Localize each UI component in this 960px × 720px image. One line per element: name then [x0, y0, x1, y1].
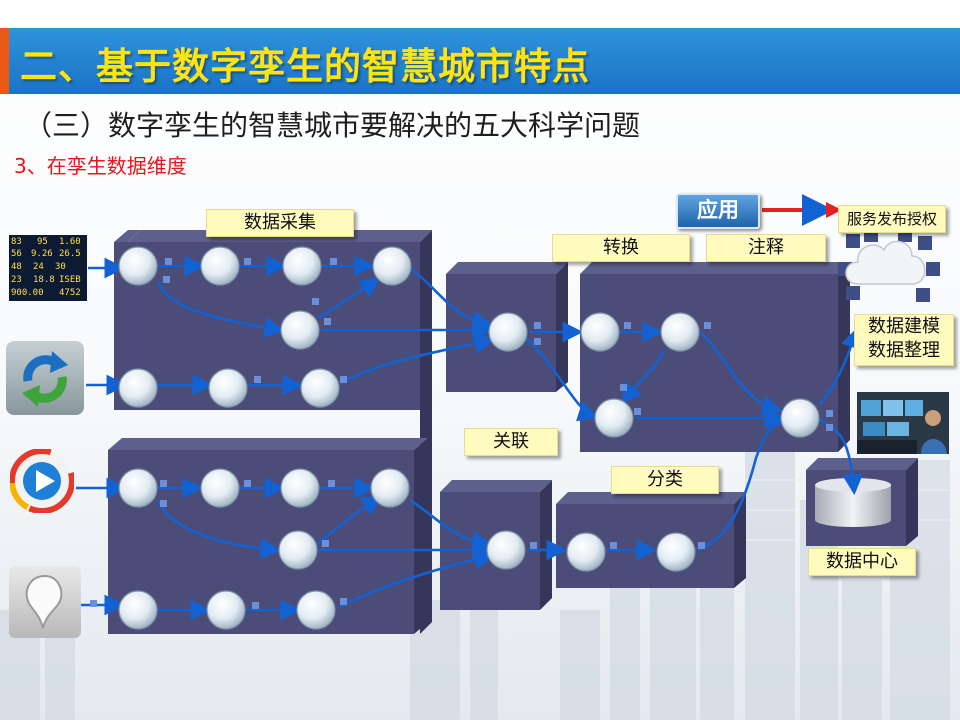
label-service-publish: 服务发布授权	[838, 205, 946, 233]
node-transform-1	[580, 312, 620, 352]
label-cleanup: 数据整理	[868, 340, 940, 361]
node-collect-13	[278, 530, 318, 570]
node-collect-8	[300, 368, 340, 408]
box-datacenter	[806, 458, 918, 546]
title-bar	[0, 28, 960, 94]
node-transform-4	[780, 398, 820, 438]
port-squares	[90, 258, 833, 609]
node-collect-6	[118, 368, 158, 408]
red-arrow-head-icon	[826, 202, 842, 218]
media-play-icon	[9, 448, 75, 514]
node-transform-3	[594, 398, 634, 438]
label-associate: 关联	[464, 428, 558, 456]
data-nodes	[118, 246, 820, 630]
stock-ticker-icon: 83 95 1.60 56 9.26 26.5 48 24 30 23 18.8…	[9, 235, 87, 301]
node-collect-1	[118, 246, 158, 286]
map-pin-icon	[9, 566, 81, 638]
node-collect-16	[296, 590, 336, 630]
page-title: 二、基于数字孪生的智慧城市特点	[20, 45, 590, 88]
label-annotate: 注释	[706, 234, 826, 262]
database-cylinder-icon	[815, 485, 891, 527]
node-collect-4	[372, 246, 412, 286]
node-collect-14	[118, 590, 158, 630]
sync-arrows-icon	[6, 341, 84, 415]
label-modeling: 数据建模	[868, 316, 940, 337]
title-accent-stripe	[0, 28, 9, 94]
node-collect-5	[280, 310, 320, 350]
node-collect-11	[280, 468, 320, 508]
node-merge-1	[488, 312, 528, 352]
node-collect-10	[200, 468, 240, 508]
label-datacenter: 数据中心	[808, 548, 916, 576]
subtitle: （三）数字孪生的智慧城市要解决的五大科学问题	[24, 109, 641, 142]
node-collect-15	[206, 590, 246, 630]
node-merge-2	[486, 530, 526, 570]
label-classify: 分类	[611, 466, 719, 494]
application-button[interactable]: 应用	[676, 193, 760, 229]
section-heading: 3、在孪生数据维度	[14, 154, 187, 178]
node-collect-3	[282, 246, 322, 286]
node-classify-1	[566, 532, 606, 572]
node-collect-9	[118, 468, 158, 508]
node-collect-12	[370, 468, 410, 508]
label-modeling-group: 数据建模 数据整理	[854, 314, 954, 366]
node-classify-2	[656, 532, 696, 572]
node-transform-2	[660, 312, 700, 352]
node-collect-7	[208, 368, 248, 408]
cloud-servers-icon	[838, 228, 940, 302]
control-room-photo	[857, 392, 949, 454]
label-convert: 转换	[552, 234, 690, 262]
node-collect-2	[200, 246, 240, 286]
label-data-collection: 数据采集	[206, 209, 354, 237]
